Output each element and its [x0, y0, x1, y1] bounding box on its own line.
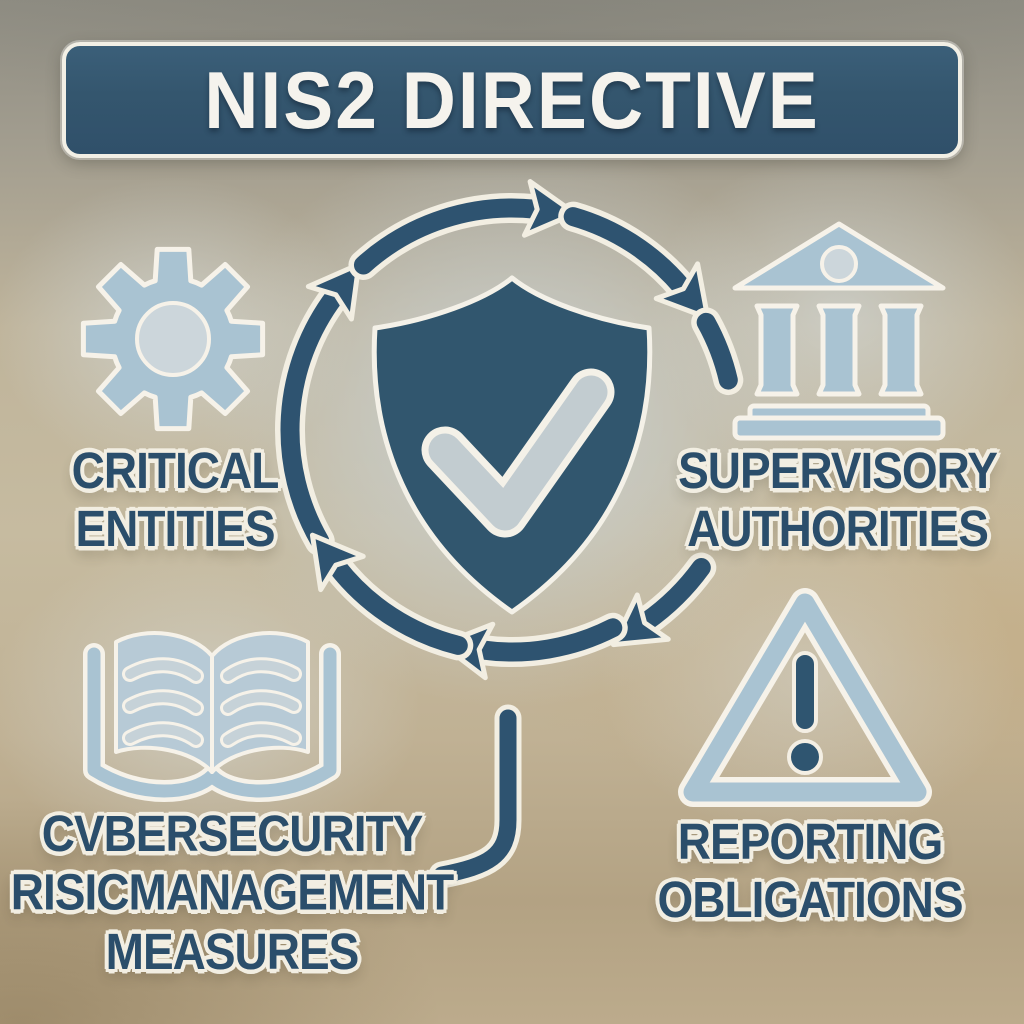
warning-triangle-icon	[678, 588, 932, 807]
label-supervisory-authorities: SUPERVISORY AUTHORITIES	[678, 441, 998, 558]
label-critical-entities: CRITICAL ENTITIES	[71, 441, 280, 558]
bank-icon	[732, 221, 946, 441]
title-banner: NIS2 DIRECTIVE	[62, 42, 962, 158]
open-book-icon	[83, 631, 341, 802]
label-reporting-obligations: REPORTING OBLIGATIONS	[657, 812, 963, 929]
gear-icon	[80, 246, 266, 432]
label-cybersecurity-risk-management-measures: CVBERSECURITY RISICMANAGEMENT MEASURES	[10, 804, 454, 980]
page-title: NIS2 DIRECTIVE	[204, 54, 820, 146]
shield-check-icon	[371, 275, 653, 615]
